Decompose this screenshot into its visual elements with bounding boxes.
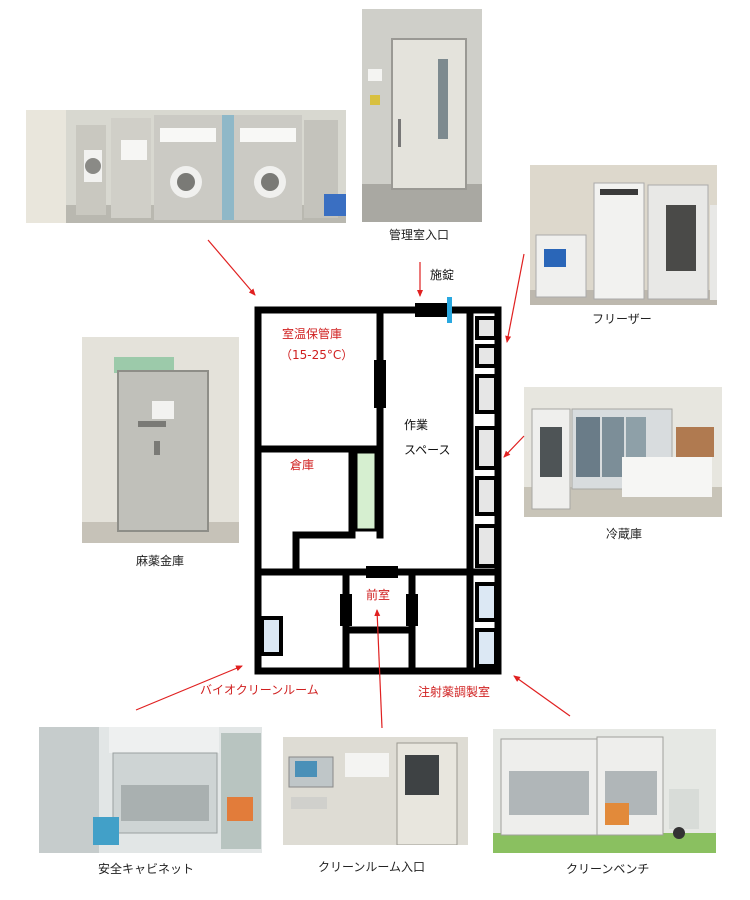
- cleanroom-entrance-photo: [283, 737, 468, 845]
- freezer-photo: [530, 165, 717, 305]
- storage-unit: [475, 524, 498, 568]
- door: [374, 360, 386, 408]
- door: [340, 594, 352, 626]
- caption-safety-cabinet: 安全キャビネット: [98, 862, 195, 876]
- label-lock: 施錠: [430, 268, 455, 282]
- label-anteroom: 前室: [366, 588, 391, 602]
- cabinets: [260, 582, 498, 668]
- label-bio-cleanroom: バイオクリーンルーム: [200, 683, 319, 697]
- narcotics-safe-photo: [82, 337, 239, 543]
- refrigerator-photo: [524, 387, 722, 517]
- storage-unit: [475, 316, 498, 340]
- label-injection-prep-room: 注射薬調製室: [418, 685, 491, 699]
- cabinet: [475, 582, 498, 622]
- caption-cleanroom-entrance: クリーンルーム入口: [318, 860, 426, 874]
- clean-bench-photo: [493, 729, 716, 853]
- label-warehouse: 倉庫: [290, 458, 315, 472]
- door: [366, 566, 398, 578]
- storage-units: [475, 316, 498, 568]
- office-entrance-photo: [362, 9, 482, 222]
- storage-unit: [475, 374, 498, 414]
- caption-refrigerator: 冷蔵庫: [606, 527, 643, 541]
- doors: [340, 303, 449, 626]
- caption-office-entrance: 管理室入口: [389, 228, 450, 242]
- storage-unit: [475, 476, 498, 516]
- storage-unit: [475, 426, 498, 470]
- label-temp-range: （15-25°C）: [280, 348, 354, 362]
- safety-cabinet-photo: [39, 727, 262, 853]
- mobile-shelving-photo: [26, 110, 346, 223]
- caption-clean-bench: クリーンベンチ: [566, 862, 650, 876]
- cabinet: [260, 616, 283, 656]
- label-work-space-2: スペース: [404, 443, 451, 457]
- caption-narcotics-safe: 麻薬金庫: [136, 554, 185, 568]
- label-room-temp-storage: 室温保管庫: [282, 327, 343, 341]
- label-work-space-1: 作業: [404, 418, 429, 432]
- storage-unit: [475, 344, 498, 368]
- caption-freezer: フリーザー: [592, 312, 652, 326]
- door: [406, 594, 418, 626]
- lock-marker: [447, 297, 452, 323]
- door: [415, 303, 449, 317]
- green-shelf: [354, 450, 378, 532]
- cabinet: [475, 628, 498, 668]
